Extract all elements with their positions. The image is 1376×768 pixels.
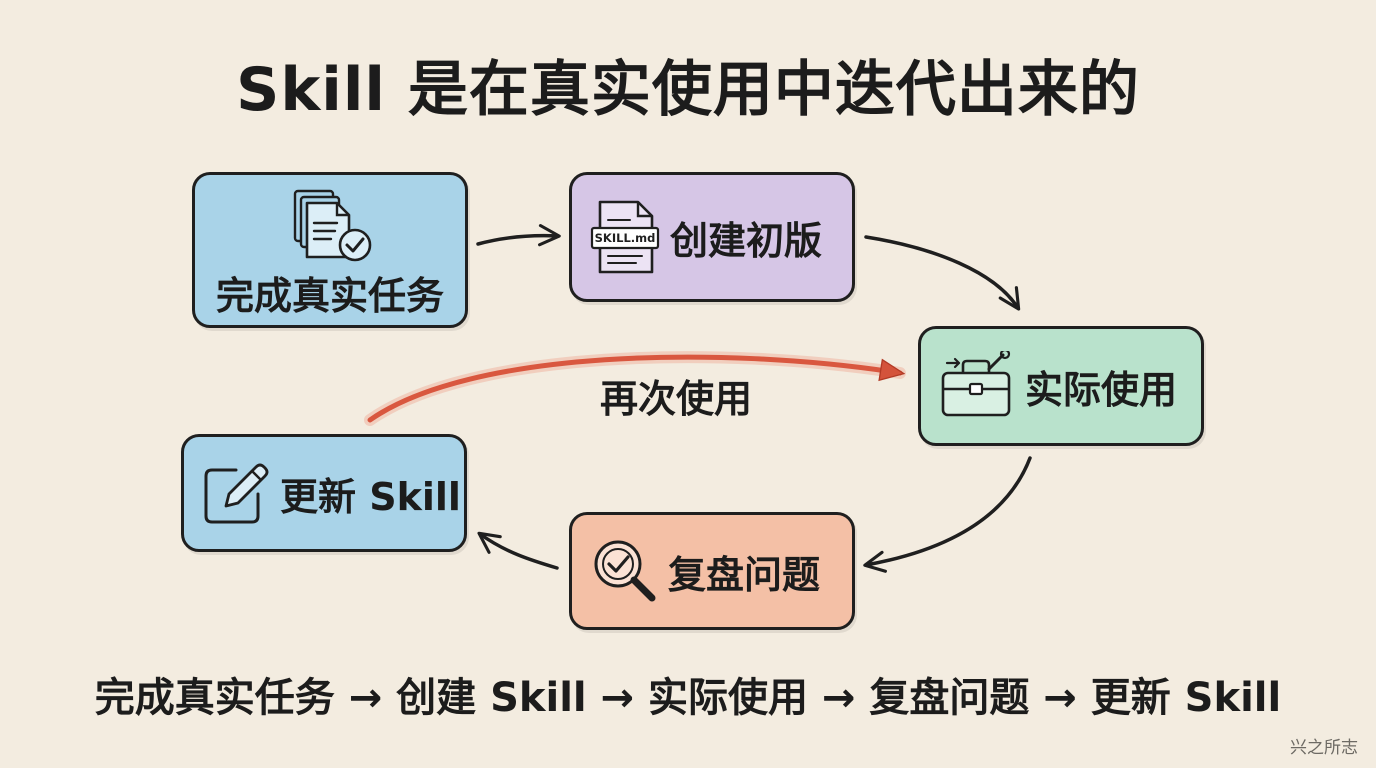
node-practice-label: 实际使用 [1025,367,1178,412]
skill-file-icon: SKILL.md [590,200,660,274]
node-create-first-version: SKILL.md 创建初版 [569,172,855,302]
loop-arrow-reuse [367,354,900,423]
magnifier-check-icon [594,540,656,602]
node-review-problems: 复盘问题 [569,512,855,630]
arrow-complete-to-create [476,224,561,247]
arrow-create-to-practice [864,235,1021,311]
node-update-label: 更新 Skill [280,474,461,519]
node-practical-use: 实际使用 [918,326,1204,446]
loop-label-reuse: 再次使用 [600,377,753,421]
skill-file-name: SKILL.md [595,231,656,245]
diagram-title: Skill 是在真实使用中迭代出来的 [236,55,1140,125]
node-review-label: 复盘问题 [668,552,821,597]
node-complete-real-task: 完成真实任务 [192,172,468,328]
edit-pencil-icon [204,463,269,524]
bottom-flow-summary: 完成真实任务 → 创建 Skill → 实际使用 → 复盘问题 → 更新 Ski… [94,675,1282,721]
toolbox-icon [941,351,1011,417]
watermark: 兴之所志 [1290,738,1358,758]
documents-check-icon [293,189,372,262]
node-complete-label: 完成真实任务 [215,274,444,318]
arrow-practice-to-review [863,456,1032,573]
node-create-label: 创建初版 [670,218,823,263]
arrow-review-to-update [477,531,559,570]
node-update-skill: 更新 Skill [181,434,467,552]
